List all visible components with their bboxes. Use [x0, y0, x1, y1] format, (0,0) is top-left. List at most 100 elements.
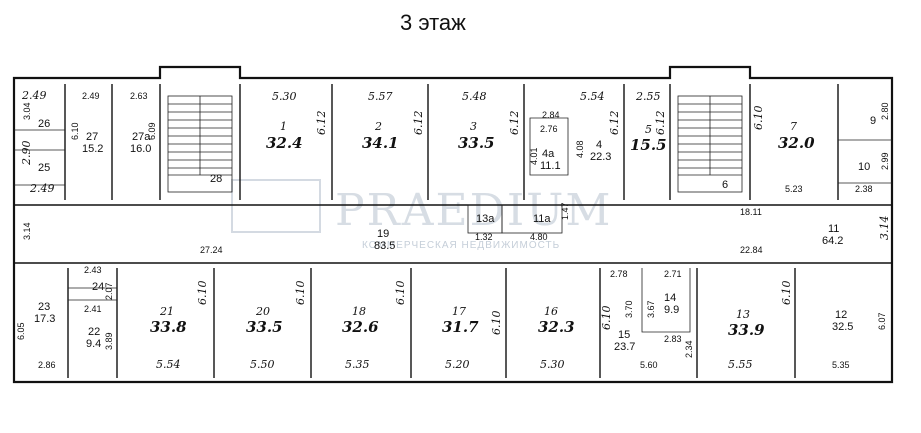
dim-label: 2.80 [880, 102, 890, 120]
room-label-21: 21 [159, 305, 174, 318]
dim-label: 5.48 [462, 90, 487, 103]
room-label-5: 5 [645, 123, 652, 136]
room-area-27a: 16.0 [130, 143, 151, 155]
room-label-25: 25 [38, 162, 50, 174]
room-label-9: 9 [870, 115, 876, 127]
bottom-row-walls [67, 268, 796, 378]
room-area-1: 32.4 [266, 134, 303, 152]
dim-label: 5.54 [580, 90, 605, 103]
room-labels: 1 32.4 2 34.1 3 33.5 4 22.3 4a 11.1 5 15… [34, 115, 876, 353]
dim-label: 6.10 [294, 281, 307, 306]
dim-label: 6.10 [196, 281, 209, 306]
dim-label: 6.10 [780, 281, 793, 306]
dim-label: 5.55 [728, 358, 753, 371]
room-area-5: 15.5 [630, 136, 667, 154]
room-label-28: 28 [210, 173, 222, 185]
dim-label: 2.38 [855, 184, 873, 194]
corridor-rooms [467, 204, 563, 234]
room-label-16: 16 [544, 305, 558, 318]
dim-label: 6.10 [490, 311, 503, 336]
room-area-27: 15.2 [82, 143, 103, 155]
room-area-17: 31.7 [442, 318, 479, 336]
dimension-labels: 2.49 3.04 2.90 2.49 2.49 6.10 2.63 6.09 … [16, 89, 891, 371]
room-label-19: 19 [377, 228, 389, 240]
room-label-2: 2 [374, 120, 382, 133]
room-area-15: 23.7 [614, 341, 635, 353]
room-area-20: 33.5 [246, 318, 283, 336]
dim-label: 6.07 [877, 312, 887, 330]
room-label-11a: 11a [533, 213, 551, 225]
room-area-14: 9.9 [664, 304, 679, 316]
dim-label: 6.09 [147, 122, 157, 140]
room-label-7: 7 [790, 120, 797, 133]
room-area-16: 32.3 [538, 318, 575, 336]
dim-label: 6.10 [600, 306, 613, 331]
dim-label: 5.50 [250, 358, 275, 371]
dim-label: 2.34 [684, 340, 694, 358]
room-label-6: 6 [722, 179, 728, 191]
dim-label: 2.99 [880, 152, 890, 170]
dim-label: 1.32 [475, 232, 493, 242]
dim-label: 5.54 [156, 358, 181, 371]
outer-walls [12, 65, 894, 384]
dim-label: 5.35 [345, 358, 370, 371]
dim-label: 6.12 [412, 111, 425, 136]
dim-label: 5.20 [445, 358, 470, 371]
dim-label: 2.43 [84, 265, 102, 275]
dim-label: 4.80 [530, 232, 548, 242]
dim-label: 2.55 [635, 90, 661, 103]
room-area-18: 32.6 [342, 318, 379, 336]
dim-label: 3.70 [624, 300, 634, 318]
room-label-17: 17 [452, 305, 466, 318]
staircase-right [677, 95, 743, 193]
room-area-4a: 11.1 [540, 160, 561, 172]
room-label-3: 3 [470, 120, 477, 133]
dim-label: 5.30 [540, 358, 565, 371]
dim-label: 4.08 [575, 140, 585, 158]
top-row-walls [14, 84, 892, 200]
dim-label: 6.10 [752, 106, 765, 131]
dim-label: 6.12 [508, 111, 521, 136]
watermark-logo-icon [231, 179, 321, 233]
room-area-12: 32.5 [832, 321, 853, 333]
room-area-3: 33.5 [458, 134, 495, 152]
room-label-27a: 27a [132, 131, 151, 143]
dim-label: 2.07 [104, 282, 114, 300]
room-label-12: 12 [835, 309, 847, 321]
dim-label: 2.84 [542, 110, 560, 120]
dim-label: 5.57 [368, 90, 393, 103]
dim-label: 6.12 [315, 111, 328, 136]
room-label-10: 10 [858, 161, 870, 173]
dim-label: 2.41 [84, 304, 102, 314]
floor-title: 3 этаж [400, 10, 466, 35]
room-label-13a: 13a [476, 213, 495, 225]
dim-label: 5.30 [272, 90, 297, 103]
dim-label: 2.76 [540, 124, 558, 134]
room-label-1: 1 [280, 120, 287, 133]
dim-label: 6.12 [608, 111, 621, 136]
room-area-7: 32.0 [778, 134, 815, 152]
room-area-11: 64.2 [822, 235, 843, 247]
room-label-27: 27 [86, 131, 98, 143]
dim-label: 3.04 [22, 102, 32, 120]
dim-label: 1.47 [560, 202, 570, 220]
dim-label: 2.49 [82, 91, 100, 101]
dim-label: 2.90 [20, 141, 33, 167]
room-label-22: 22 [88, 326, 100, 338]
room-label-14: 14 [664, 292, 676, 304]
dim-label: 2.83 [664, 334, 682, 344]
room-label-11: 11 [828, 223, 839, 235]
room-label-4: 4 [596, 139, 602, 151]
dim-label: 2.86 [38, 360, 56, 370]
dim-label: 6.10 [70, 122, 80, 140]
dim-label: 2.49 [21, 89, 47, 102]
room-area-23: 17.3 [34, 313, 55, 325]
watermark: PRAEDIUM КОММЕРЧЕСКАЯ НЕДВИЖИМОСТЬ [231, 179, 610, 251]
dim-label: 4.01 [529, 147, 539, 165]
room-label-13: 13 [736, 308, 750, 321]
room-area-19: 83.5 [374, 240, 395, 252]
room-area-4: 22.3 [590, 151, 611, 163]
dim-label: 5.23 [785, 184, 803, 194]
room-area-2: 34.1 [362, 134, 399, 152]
